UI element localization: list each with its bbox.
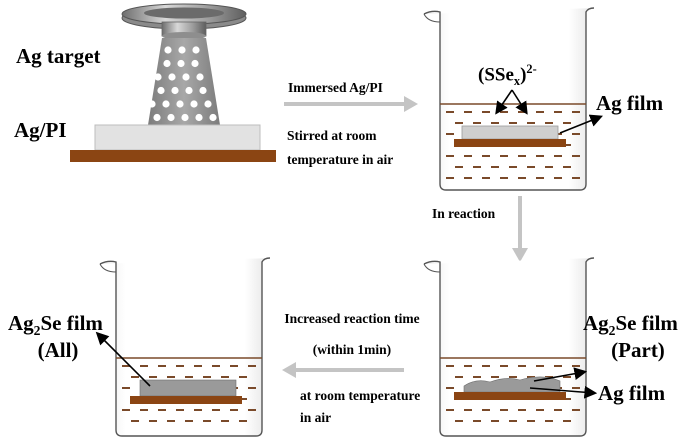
ag-film-label-top: Ag film: [596, 91, 664, 115]
process-arrow-icon: [512, 196, 528, 262]
step3-label-3: at room temperature: [300, 388, 421, 403]
plasma-particle: [209, 113, 217, 122]
ag-pi-label: Ag/PI: [14, 118, 67, 142]
step3-label-2: (within 1min): [312, 342, 392, 357]
in-reaction-label: In reaction: [432, 206, 496, 221]
plasma-particle: [185, 86, 193, 95]
plasma-particle: [153, 113, 161, 122]
plasma-particle: [195, 113, 203, 122]
plasma-particle: [162, 100, 170, 108]
ag-film-label-bottom: Ag film: [598, 381, 666, 405]
ag2se-part-label-2: (Part): [611, 338, 665, 362]
plasma-particle: [168, 73, 176, 81]
sputter-target-icon: [121, 3, 247, 40]
ag2se-part-label-1: Ag2Se film: [583, 311, 678, 339]
plasma-particle: [199, 86, 207, 95]
beaker-icon: [423, 7, 603, 191]
pi-substrate: [70, 150, 276, 162]
plasma-particle: [157, 86, 165, 95]
plasma-particle: [181, 113, 189, 122]
beaker-icon: [423, 257, 598, 437]
plasma-particle: [177, 59, 185, 68]
beaker-icon: [95, 257, 271, 437]
step1-label-2: Stirred at room: [287, 128, 377, 143]
plasma-particle: [190, 100, 198, 108]
plasma-cone: [148, 38, 220, 125]
plasma-particle: [176, 100, 184, 108]
step3-label-4: in air: [300, 410, 332, 425]
plasma-particle: [192, 46, 200, 54]
plasma-particle: [167, 113, 175, 122]
ag2se-all-label-2: (All): [37, 338, 79, 362]
plasma-particle: [164, 46, 172, 54]
plasma-particle: [171, 86, 179, 95]
ag2se-all-label-1: Ag2Se film: [8, 311, 103, 339]
step1-label-3: temperature in air: [287, 152, 394, 167]
plasma-particle: [163, 59, 171, 68]
step3-label-1: Increased reaction time: [284, 311, 420, 326]
plasma-particle: [182, 73, 190, 81]
process-arrow-icon: [282, 362, 404, 378]
plasma-particle: [204, 100, 212, 108]
step1-label-1: Immersed Ag/PI: [288, 80, 383, 95]
process-arrow-icon: [284, 96, 418, 112]
plasma-particle: [154, 73, 162, 81]
plasma-particle: [178, 46, 186, 54]
ag-layer: [94, 124, 261, 151]
plasma-particle: [196, 73, 204, 81]
ag-target-label: Ag target: [16, 44, 101, 68]
plasma-particle: [191, 59, 199, 68]
sse-ion-label: (SSex)2-: [478, 62, 537, 89]
plasma-particle: [148, 100, 156, 108]
